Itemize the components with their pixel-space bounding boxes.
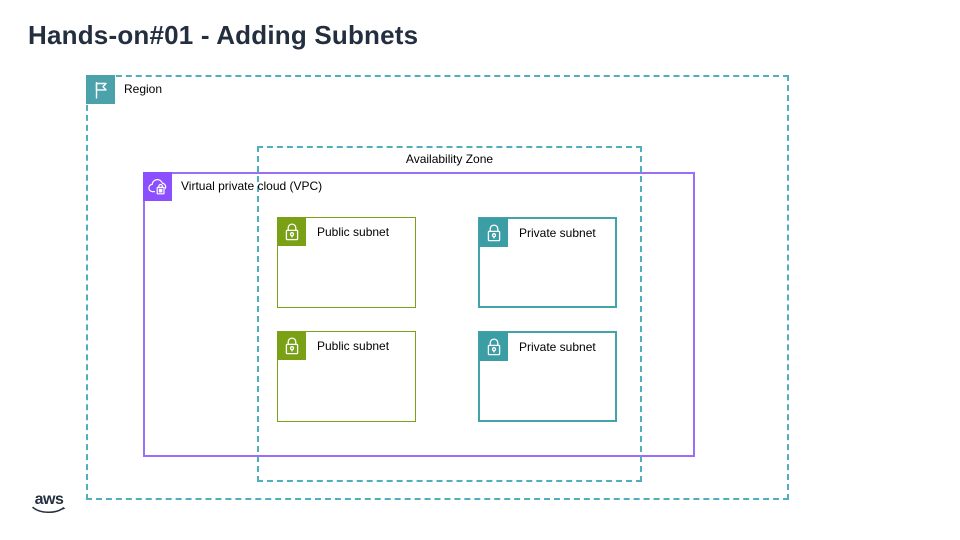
region-boundary	[86, 75, 789, 500]
private-subnet-box-2: Private subnet	[478, 331, 617, 422]
subnet-label: Private subnet	[519, 340, 596, 354]
public-subnet-lock-icon	[277, 217, 306, 246]
public-subnet-box-1: Public subnet	[277, 217, 416, 308]
region-flag-icon	[86, 75, 115, 104]
public-subnet-box-2: Public subnet	[277, 331, 416, 422]
subnet-label: Public subnet	[317, 339, 390, 353]
private-subnet-lock-icon	[479, 332, 508, 361]
aws-logo-text: aws	[34, 491, 64, 508]
vpc-label: Virtual private cloud (VPC)	[181, 179, 323, 193]
subnet-label: Private subnet	[519, 226, 596, 240]
private-subnet-lock-icon	[479, 218, 508, 247]
availability-zone-label: Availability Zone	[405, 152, 494, 166]
private-subnet-box-1: Private subnet	[478, 217, 617, 308]
aws-logo: aws	[29, 492, 69, 516]
public-subnet-lock-icon	[277, 331, 306, 360]
availability-zone-boundary	[257, 146, 642, 482]
vpc-boundary	[143, 172, 695, 457]
vpc-cloud-lock-icon	[143, 172, 172, 201]
subnet-label: Public subnet	[317, 225, 390, 239]
aws-smile-icon	[32, 506, 66, 513]
region-label: Region	[124, 82, 163, 96]
page-title: Hands-on#01 - Adding Subnets	[28, 20, 419, 50]
